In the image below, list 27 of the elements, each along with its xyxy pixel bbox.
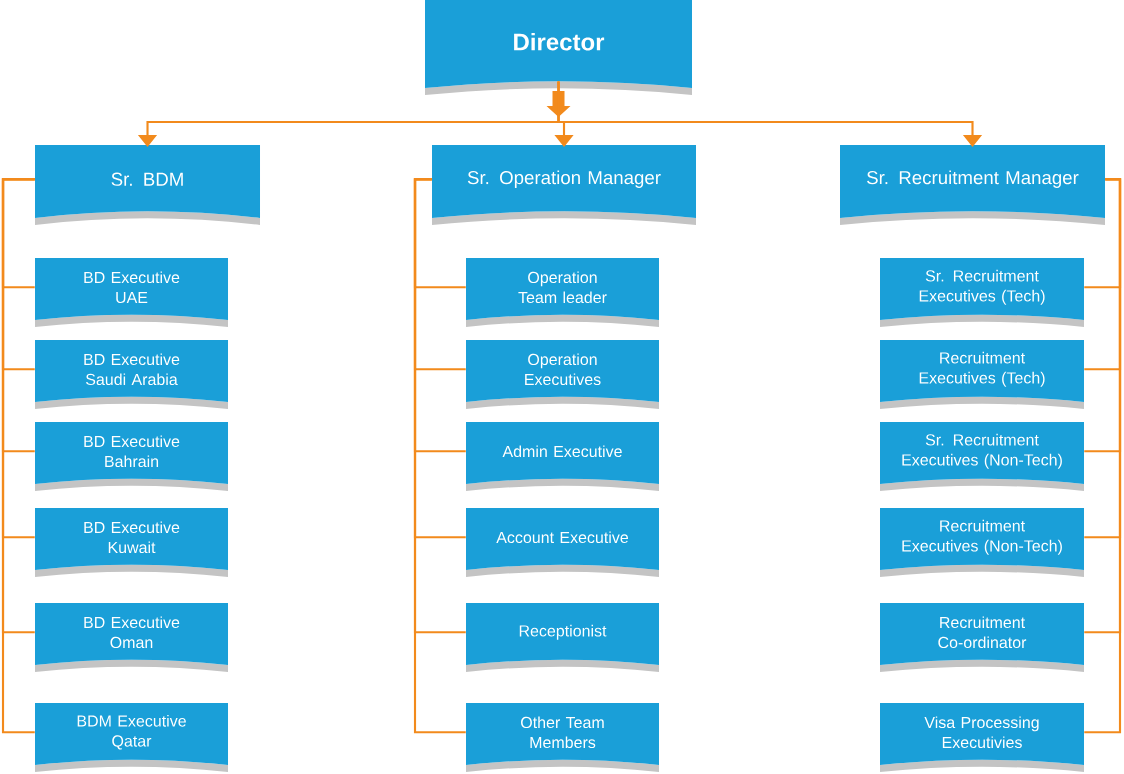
org-box: Visa Processing Executivies <box>880 703 1084 772</box>
connector <box>413 178 466 734</box>
org-box: Recruitment Co-ordinator <box>880 603 1084 672</box>
org-box: Operation Team leader <box>466 258 659 327</box>
org-box: Admin Executive <box>466 422 659 491</box>
org-box: Account Executive <box>466 508 659 577</box>
org-box: BD Executive Saudi Arabia <box>35 340 228 409</box>
org-box: Sr. Operation Manager <box>432 145 696 225</box>
org-box: BD Executive Bahrain <box>35 422 228 491</box>
org-box: Other Team Members <box>466 703 659 772</box>
org-box: BDM Executive Qatar <box>35 703 228 772</box>
org-box: Recruitment Executives (Tech) <box>880 340 1084 409</box>
connector <box>1 178 35 734</box>
org-box: Recruitment Executives (Non-Tech) <box>880 508 1084 577</box>
connector <box>557 81 983 147</box>
org-box: Receptionist <box>466 603 659 672</box>
org-box: Sr. Recruitment Executives (Tech) <box>880 258 1084 327</box>
org-box: Director <box>425 0 692 95</box>
arrow <box>546 91 571 117</box>
org-box: Sr. BDM <box>35 145 260 225</box>
org-box: BD Executive Kuwait <box>35 508 228 577</box>
org-box: BD Executive Oman <box>35 603 228 672</box>
org-box: Sr. Recruitment Executives (Non-Tech) <box>880 422 1084 491</box>
org-box: Sr. Recruitment Manager <box>840 145 1105 225</box>
org-box: Operation Executives <box>466 340 659 409</box>
connector <box>1084 178 1122 734</box>
org-box: BD Executive UAE <box>35 258 228 327</box>
